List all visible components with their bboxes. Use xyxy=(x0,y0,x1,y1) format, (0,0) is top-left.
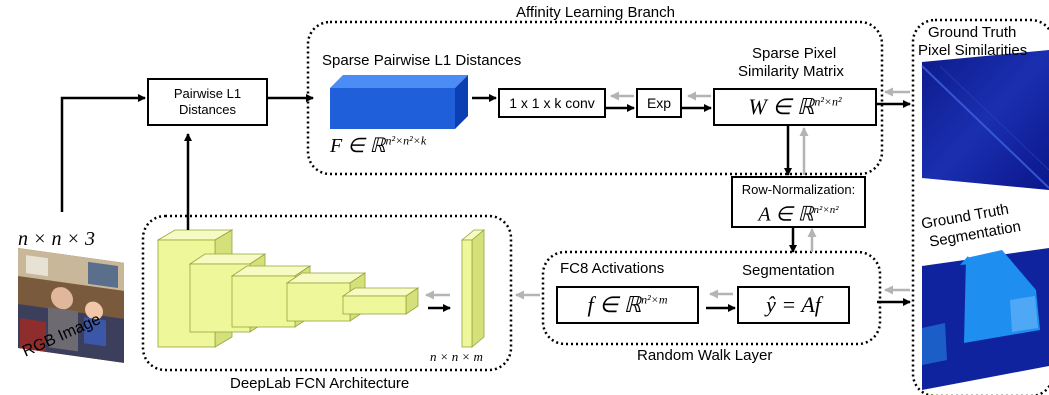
gt-similarity-label-2: Pixel Similarities xyxy=(918,42,1028,59)
f-formula: f ∈ ℝn²×m xyxy=(587,292,668,317)
W-matrix-box: W ∈ ℝn²×n² xyxy=(713,88,877,126)
gt-similarity-image xyxy=(921,50,1049,190)
W-formula: W ∈ ℝn²×n² xyxy=(748,94,842,119)
A-formula: A ∈ ℝn²×n² xyxy=(758,203,839,226)
pairwise-l1-box: Pairwise L1 Distances xyxy=(147,78,268,126)
pairwise-l1-line2: Distances xyxy=(178,102,237,117)
fcn-output-dims: n × n × m xyxy=(430,349,483,364)
similarity-matrix-label-2: Similarity Matrix xyxy=(738,63,844,80)
tensor-F-block xyxy=(330,75,468,129)
gt-segmentation-image xyxy=(922,248,1049,390)
row-norm-label: Row-Normalization: xyxy=(741,181,856,197)
backprop-arrows xyxy=(425,87,910,300)
exp-label: Exp xyxy=(646,95,672,111)
similarity-matrix-label-1: Sparse Pixel xyxy=(752,45,837,62)
input-dims: n × n × 3 xyxy=(18,228,95,250)
segmentation-label: Segmentation xyxy=(742,262,835,279)
rgb-image xyxy=(18,247,124,363)
y-hat-formula: ŷ = Af xyxy=(766,292,821,317)
gt-similarity-label-1: Ground Truth xyxy=(928,24,1017,41)
fcn-layers xyxy=(156,229,486,348)
row-normalization-box: Row-Normalization: A ∈ ℝn²×n² xyxy=(731,176,866,228)
y-hat-box: ŷ = Af xyxy=(737,286,850,324)
random-walk-group xyxy=(541,250,882,346)
deeplab-title: DeepLab FCN Architecture xyxy=(230,375,410,392)
forward-arrows xyxy=(60,94,911,312)
f-activations-box: f ∈ ℝn²×m xyxy=(556,286,699,324)
affinity-branch-title: Affinity Learning Branch xyxy=(516,4,675,21)
fc8-label: FC8 Activations xyxy=(560,260,665,277)
conv-box: 1 x 1 x k conv xyxy=(498,88,606,118)
exp-box: Exp xyxy=(636,88,682,118)
sparse-distances-label: Sparse Pairwise L1 Distances xyxy=(322,52,522,69)
deeplab-group xyxy=(141,214,513,372)
F-formula: F ∈ ℝn²×n²×k xyxy=(330,133,427,157)
random-walk-title: Random Walk Layer xyxy=(637,347,773,364)
conv-label: 1 x 1 x k conv xyxy=(509,95,595,111)
pairwise-l1-line1: Pairwise L1 xyxy=(173,86,242,101)
